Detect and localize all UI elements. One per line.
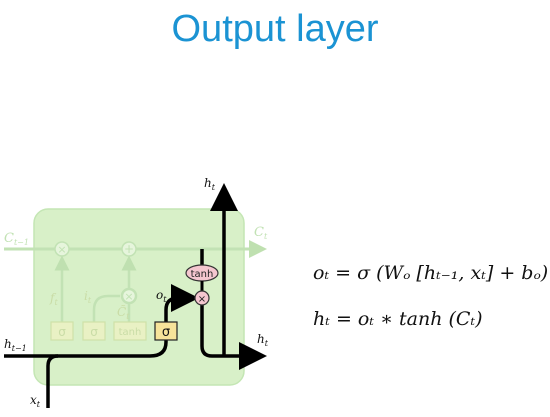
tanh-op-label: tanh xyxy=(191,269,214,280)
faded-sigma-gate-2 xyxy=(82,321,106,341)
label-c-curr: Ct xyxy=(254,225,268,241)
faded-tanh-gate xyxy=(113,321,147,341)
faded-mult-op-2-label: × xyxy=(124,290,133,303)
label-h-top: ht xyxy=(204,176,216,192)
faded-add-op-label: + xyxy=(124,242,134,256)
label-x: xt xyxy=(30,393,41,409)
faded-sigma-gate-1 xyxy=(50,321,74,341)
slide-title: Output layer xyxy=(171,8,379,50)
label-f: ft xyxy=(49,291,58,307)
active-paths xyxy=(4,183,267,408)
equation-hidden-state: hₜ = oₜ ∗ tanh (Cₜ) xyxy=(313,308,483,330)
multiply-op xyxy=(194,290,210,306)
sigma-output-gate-label: σ xyxy=(162,325,170,340)
faded-sigma-gate-1-label: σ xyxy=(58,325,66,339)
equation-output-gate: oₜ = σ (Wₒ [hₜ₋₁, xₜ] + bₒ) xyxy=(313,262,549,284)
label-h-prev: ht−1 xyxy=(4,337,27,353)
label-h-right: ht xyxy=(257,332,269,348)
label-o: ot xyxy=(156,288,167,304)
multiply-op-label: × xyxy=(198,294,206,305)
faded-mult-op-1-label: × xyxy=(57,243,66,256)
faded-sigma-gate-2-label: σ xyxy=(90,325,98,339)
faded-tanh-gate-label: tanh xyxy=(119,327,142,338)
label-ctilde: C̃t xyxy=(117,304,130,321)
lstm-cell-box xyxy=(33,208,245,386)
label-c-prev: Ct−1 xyxy=(4,231,29,247)
sigma-output-gate xyxy=(154,321,178,341)
label-i: it xyxy=(84,289,92,305)
